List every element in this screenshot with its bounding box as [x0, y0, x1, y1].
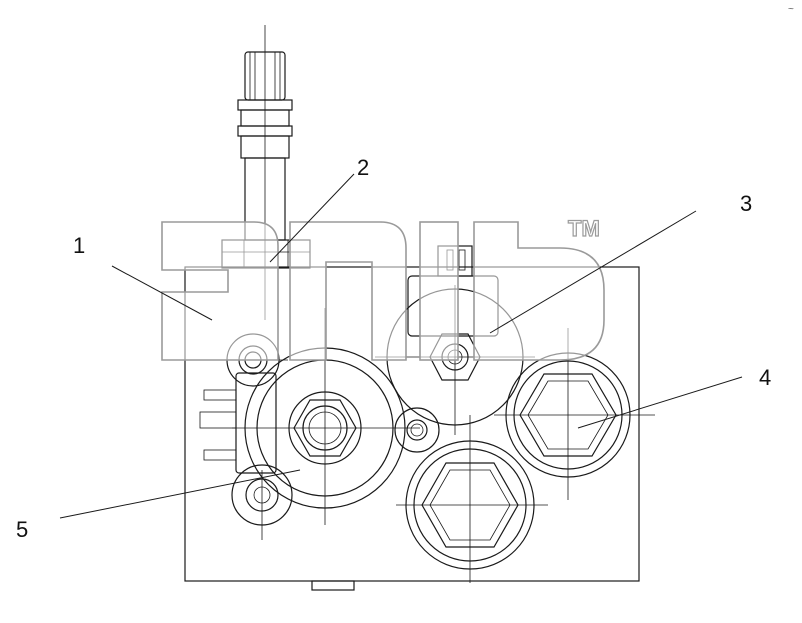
- callout-5: 5: [16, 517, 28, 542]
- watermark-tm: TM: [568, 216, 600, 241]
- plug-lower-center: [396, 415, 548, 583]
- leader-lines: [59, 173, 743, 519]
- corner-mark: ~: [788, 4, 794, 15]
- callout-3: 3: [740, 191, 752, 216]
- watermark-logo: TM: [161, 215, 605, 361]
- callout-1: 1: [73, 233, 85, 258]
- callout-4: 4: [759, 365, 771, 390]
- plug-center: [394, 407, 440, 453]
- plug-lower-left: [231, 464, 293, 540]
- callout-2: 2: [357, 155, 369, 180]
- valve-block: [184, 266, 640, 591]
